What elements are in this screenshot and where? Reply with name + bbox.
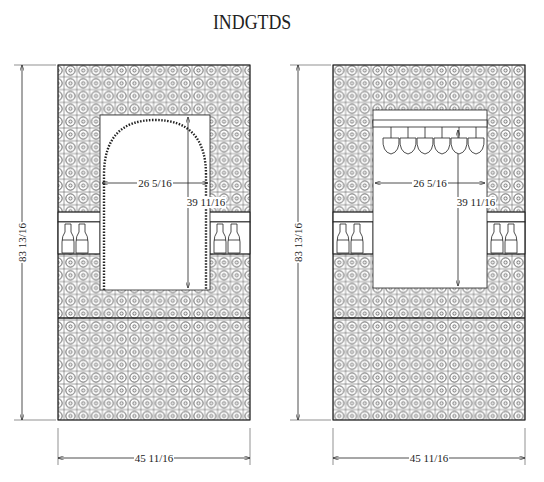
dimension-label: 26 5/16 bbox=[412, 178, 447, 189]
dimension-label: 26 5/16 bbox=[137, 178, 172, 189]
dimension-label: 45 11/16 bbox=[409, 453, 449, 464]
dimension-label: 39 11/16 bbox=[456, 197, 496, 208]
dimension-label: 39 11/16 bbox=[186, 197, 226, 208]
dimension-label: 83 13/16 bbox=[17, 222, 28, 263]
drawing-title: INDGTDS bbox=[212, 12, 292, 33]
dimension-label: 83 13/16 bbox=[293, 222, 304, 263]
dimension-label: 45 11/16 bbox=[134, 453, 174, 464]
